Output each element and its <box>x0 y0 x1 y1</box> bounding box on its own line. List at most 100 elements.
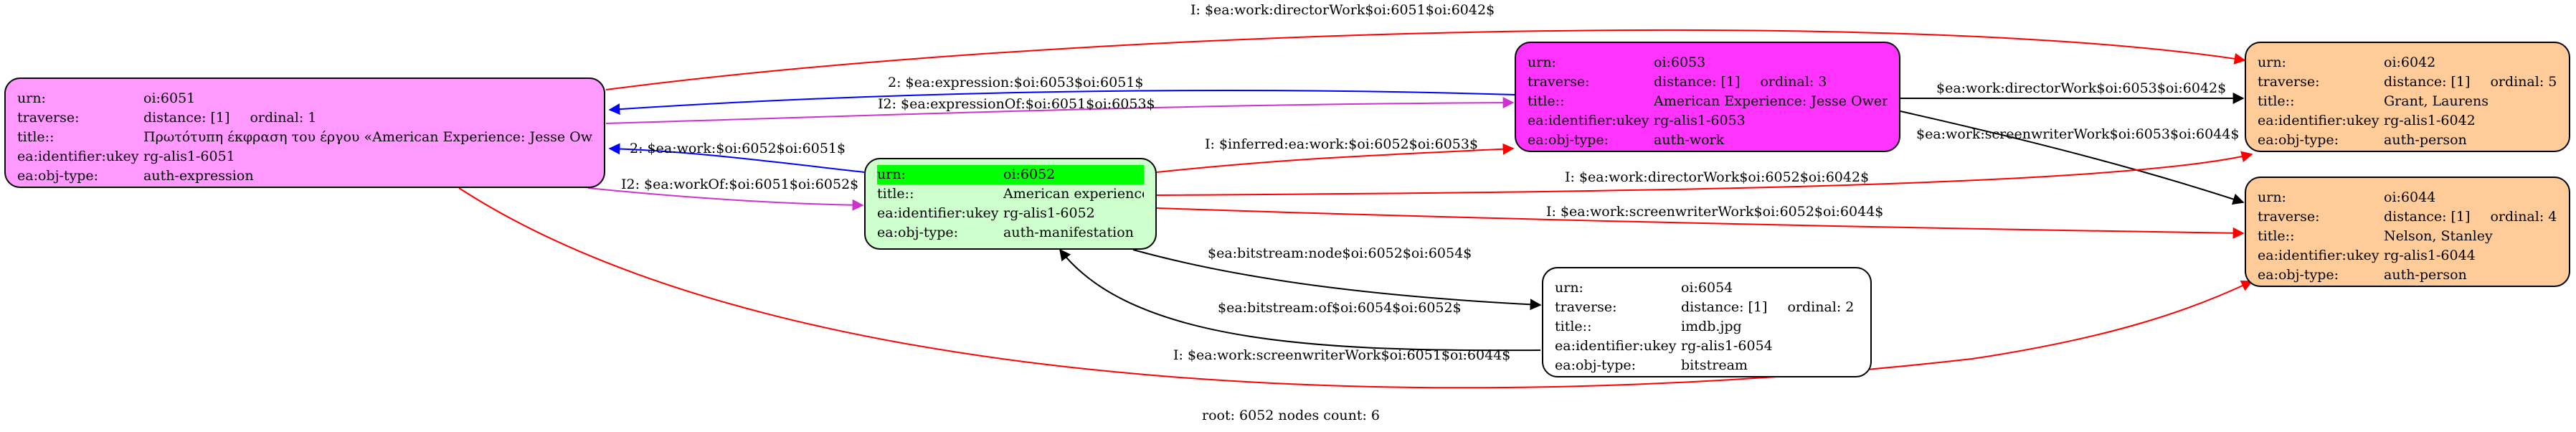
edge-label: $ea:bitstream:node$oi:6052$oi:6054$ <box>1208 245 1472 261</box>
field-key: traverse: <box>1528 74 1590 90</box>
field-value: American experience <box>1003 186 1144 202</box>
field-key: urn: <box>2258 189 2286 205</box>
row-traverse: traverse:distance: [1]ordinal: 3 <box>1528 72 1888 92</box>
node-6044[interactable]: urn: oi:6044 traverse:distance: [1]ordina… <box>2245 177 2570 287</box>
edge-6051-6042-director <box>605 29 2246 90</box>
field-value: rg-alis1-6054 <box>1681 338 1773 354</box>
field-key: title:: <box>1555 319 1592 334</box>
field-key: ea:identifier:ukey <box>1528 113 1649 128</box>
edge-6054-6052-bitstream-of <box>1059 248 1541 352</box>
row-urn: urn:oi:6054 <box>1555 278 1859 298</box>
field-value: rg-alis1-6042 <box>2384 113 2476 128</box>
field-key: traverse: <box>2258 74 2320 90</box>
field-value: bitstream <box>1681 357 1748 373</box>
edge-6053-6051-expression <box>608 90 1515 116</box>
field-key: ea:obj-type: <box>17 168 99 184</box>
row-urn: urn: oi:6053 <box>1528 53 1888 72</box>
node-6053[interactable]: urn: oi:6053 traverse:distance: [1]ordina… <box>1515 42 1900 152</box>
row-urn: urn: oi:6044 <box>2258 188 2557 207</box>
row-objtype: ea:obj-type: auth-expression <box>17 166 592 186</box>
edge-label: I: $ea:work:directorWork$oi:6052$oi:6042… <box>1565 169 1870 185</box>
row-title: title::American Experience: Jesse Owens <box>1528 92 1888 111</box>
field-key: ea:obj-type: <box>877 225 959 240</box>
field-key: ea:identifier:ukey <box>1555 338 1677 354</box>
field-key: urn: <box>17 90 46 106</box>
field-key: urn: <box>1555 280 1583 296</box>
node-6052[interactable]: urn:oi:6052 title::American experience e… <box>864 158 1157 250</box>
field-key: ea:obj-type: <box>2258 267 2339 283</box>
node-6051[interactable]: urn: oi:6051 traverse: distance: [1] ordina… <box>4 78 605 188</box>
edge-6051-6052-workof <box>587 187 864 211</box>
field-value: distance: [1] ordinal: 1 <box>143 108 592 128</box>
field-value: auth-expression <box>143 168 254 184</box>
edge-6053-6044-screenwriter <box>1900 111 2245 205</box>
field-key: urn: <box>2258 55 2286 70</box>
node-6054[interactable]: urn:oi:6054 traverse: distance: [1]ordina… <box>1542 267 1872 377</box>
node-6042[interactable]: urn: oi:6042 traverse: distance: [1] ordina… <box>2245 42 2570 152</box>
row-title: title::Nelson, Stanley <box>2258 227 2557 246</box>
field-value: oi:6042 <box>2384 55 2436 70</box>
row-ukey: ea:identifier:ukey rg-alis1-6042 <box>2258 111 2557 131</box>
graph-footer: root: 6052 nodes count: 6 <box>1202 408 1381 423</box>
row-traverse: traverse: distance: [1] ordinal: 5 <box>2258 72 2557 92</box>
field-key: title:: <box>2258 228 2295 244</box>
field-key: urn: <box>877 166 906 182</box>
row-title: title::Grant, Laurens <box>2258 92 2557 111</box>
field-key: traverse: <box>1555 299 1617 315</box>
row-objtype: ea:obj-type: auth-person <box>2258 266 2557 285</box>
field-key: title:: <box>17 129 55 145</box>
field-key: traverse: <box>17 110 80 126</box>
edge-label: $ea:work:screenwriterWork$oi:6053$oi:604… <box>1916 126 2240 142</box>
field-key: title:: <box>1528 93 1565 109</box>
ordinal-value: ordinal: 4 <box>2490 209 2557 225</box>
field-value: distance: [1]ordinal: 4 <box>2384 207 2557 227</box>
row-traverse: traverse: distance: [1] ordinal: 1 <box>17 108 592 128</box>
field-value: imdb.jpg <box>1681 319 1742 334</box>
field-value: oi:6051 <box>143 90 196 106</box>
edge-6051-6053-expressionof <box>605 97 1515 124</box>
row-urn: urn: oi:6051 <box>17 89 592 108</box>
ordinal-value: ordinal: 1 <box>250 110 317 126</box>
edge-6052-6042-director <box>1156 151 2253 196</box>
field-value: oi:6044 <box>2384 189 2436 205</box>
field-value: distance: [1]ordinal: 2 <box>1681 298 1859 317</box>
field-key: ea:identifier:ukey <box>2258 113 2380 128</box>
row-traverse: traverse:distance: [1]ordinal: 4 <box>2258 207 2557 227</box>
edge-label: I: $ea:work:screenwriterWork$oi:6051$oi:… <box>1173 347 1511 363</box>
field-key: ea:obj-type: <box>1528 132 1609 148</box>
row-traverse: traverse: distance: [1]ordinal: 2 <box>1555 298 1859 317</box>
row-title: title::American experience <box>877 184 1144 204</box>
field-key: ea:identifier:ukey <box>877 205 999 221</box>
field-value: oi:6053 <box>1654 55 1706 70</box>
field-value: distance: [1] ordinal: 5 <box>2384 72 2557 92</box>
distance-value: distance: [1] <box>143 110 230 126</box>
row-title: title::imdb.jpg <box>1555 317 1859 337</box>
edge-label: 2: $ea:work:$oi:6052$oi:6051$ <box>630 141 846 156</box>
field-key: ea:obj-type: <box>1555 357 1637 373</box>
field-value: Grant, Laurens <box>2384 93 2489 109</box>
distance-value: distance: [1] <box>1681 299 1768 315</box>
row-objtype: ea:obj-type: auth-work <box>1528 131 1888 150</box>
row-objtype: ea:obj-type:auth-person <box>2258 131 2557 150</box>
edge-label: $ea:bitstream:of$oi:6054$oi:6052$ <box>1218 300 1462 316</box>
field-value: auth-work <box>1654 132 1725 148</box>
ordinal-value: ordinal: 5 <box>2490 74 2557 90</box>
field-value: American Experience: Jesse Owens <box>1654 93 1888 109</box>
row-urn: urn:oi:6052 <box>877 165 1144 184</box>
field-key: title:: <box>2258 93 2295 109</box>
distance-value: distance: [1] <box>2384 74 2471 90</box>
field-value: rg-alis1-6052 <box>1003 205 1095 221</box>
edge-6052-6053-inferred <box>1156 143 1515 173</box>
field-value: auth-person <box>2384 267 2467 283</box>
edge-label: I2: $ea:workOf:$oi:6051$oi:6052$ <box>621 177 859 192</box>
field-key: urn: <box>1528 55 1556 70</box>
edge-label: $ea:work:directorWork$oi:6053$oi:6042$ <box>1936 80 2227 96</box>
edge-6052-6054-bitstream-node <box>1132 249 1542 311</box>
ordinal-value: ordinal: 3 <box>1760 74 1827 90</box>
field-key: ea:identifier:ukey <box>2258 248 2380 263</box>
